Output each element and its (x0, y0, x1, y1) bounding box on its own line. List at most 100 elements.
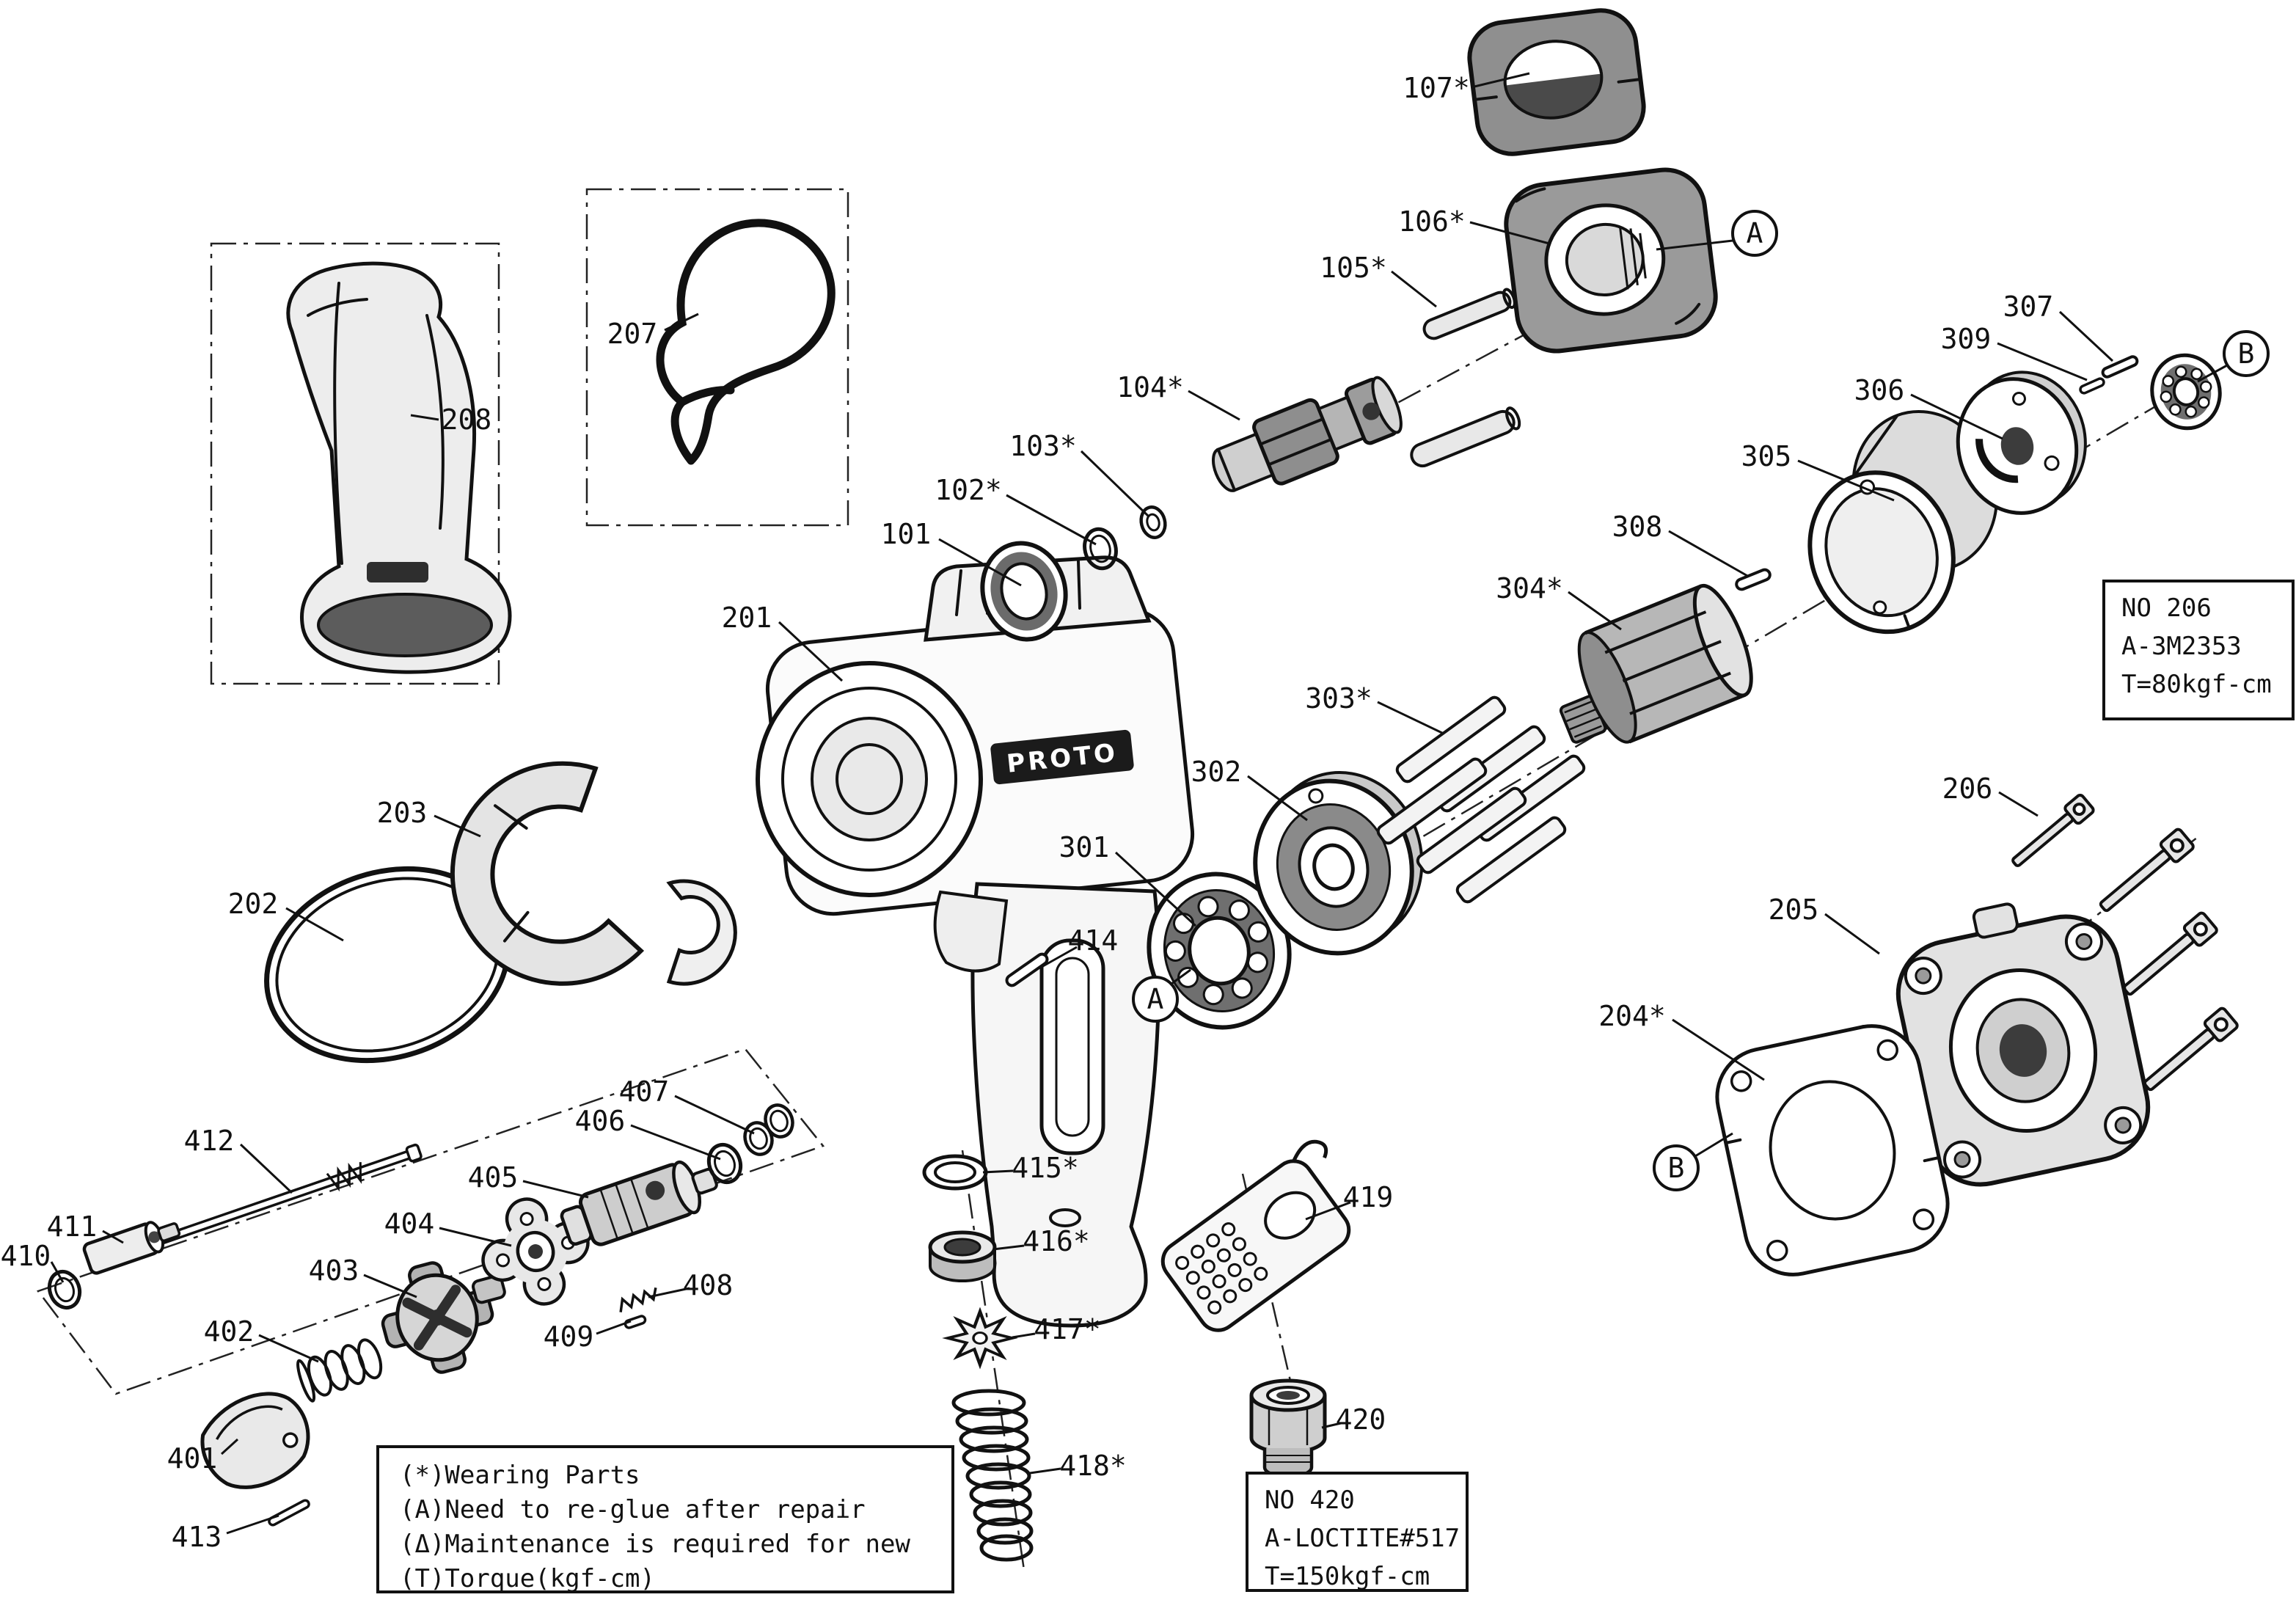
part-label-408: 408 (683, 1269, 734, 1301)
note-206-line-0: NO 206 (2121, 593, 2212, 623)
note-420-line-1: A-LOCTITE#517 (1265, 1524, 1460, 1553)
part-label-104: 104* (1116, 371, 1184, 403)
note-420-line-0: NO 420 (1265, 1486, 1355, 1515)
part-418-spring (951, 1389, 1034, 1562)
part-306-rear-plate (1956, 370, 2087, 515)
part-label-201: 201 (722, 602, 772, 634)
part-label-411: 411 (47, 1210, 98, 1243)
leader-414 (1041, 946, 1078, 968)
part-label-105: 105* (1320, 252, 1387, 284)
leader-415 (982, 1169, 1014, 1174)
leader-408 (648, 1287, 690, 1298)
leader-420 (1321, 1422, 1342, 1429)
leader-103 (1080, 450, 1150, 518)
leader-201 (778, 621, 844, 682)
part-label-203: 203 (377, 797, 428, 829)
leader-410 (50, 1261, 65, 1283)
part-label-308: 308 (1612, 511, 1663, 543)
lower-assembly-boundary (36, 1048, 825, 1395)
leader-303 (1377, 701, 1444, 735)
marker-circle-A (1132, 976, 1179, 1023)
part-302-end-plate (1253, 771, 1424, 956)
part-label-302: 302 (1191, 756, 1242, 788)
part-301-bearing (1147, 872, 1292, 1030)
marker-circle-B (1653, 1144, 1700, 1191)
part-106-hammer-case (1504, 167, 1718, 354)
marker-circle-A (1731, 210, 1778, 257)
part-label-418: 418* (1059, 1450, 1127, 1482)
legend-box (376, 1445, 954, 1593)
part-406-oring (706, 1142, 743, 1185)
legend-line-3: (T)Torque(kgf-cm) (400, 1564, 655, 1593)
note-206-line-2: T=80kgf-cm (2121, 670, 2272, 699)
leader-205 (1824, 913, 1880, 955)
leader-417 (1012, 1332, 1036, 1339)
leader-203 (434, 814, 481, 838)
leader-208 (410, 414, 439, 421)
part-label-206: 206 (1942, 772, 1993, 805)
part-label-405: 405 (468, 1161, 519, 1194)
part-label-207: 207 (607, 318, 658, 350)
leader-309 (1997, 342, 2088, 381)
part-label-303: 303* (1305, 682, 1372, 715)
marker-letter-B: B (1668, 1152, 1685, 1184)
leader-304 (1568, 591, 1622, 631)
part-label-401: 401 (167, 1442, 218, 1475)
leader-306 (1910, 393, 2003, 440)
part-419-diffuser (1160, 1139, 1351, 1332)
brand-badge (990, 729, 1134, 785)
part-label-403: 403 (309, 1254, 359, 1287)
part-401-throttle-lever (200, 1392, 310, 1489)
part-label-204: 204* (1598, 1000, 1666, 1032)
part-label-208: 208 (442, 403, 492, 436)
part-label-406: 406 (575, 1105, 626, 1137)
part-label-410: 410 (1, 1240, 51, 1272)
leader-301 (1114, 851, 1197, 927)
part-413-pin (268, 1499, 310, 1527)
leader-302 (1247, 775, 1308, 822)
part-label-417: 417* (1034, 1313, 1101, 1345)
part-420-inlet-bushing (1249, 1378, 1327, 1479)
leader-308 (1668, 530, 1750, 578)
part-408-spring (619, 1287, 657, 1312)
part-label-413: 413 (172, 1521, 222, 1553)
part-206-bolts (2011, 793, 2239, 1092)
leader-413 (226, 1514, 279, 1535)
leader-405 (522, 1180, 589, 1199)
note-420-line-2: T=150kgf-cm (1265, 1562, 1430, 1591)
part-label-101: 101 (881, 518, 932, 550)
part-label-103: 103* (1009, 430, 1077, 462)
part-label-414: 414 (1068, 924, 1119, 957)
part-416-seal-bushing (928, 1230, 997, 1282)
leader-419 (1305, 1201, 1351, 1221)
part-label-301: 301 (1059, 831, 1110, 863)
part-label-107: 107* (1403, 72, 1470, 104)
part-402-spring (296, 1338, 383, 1403)
legend-line-0: (*)Wearing Parts (400, 1461, 640, 1490)
leader-307 (2058, 310, 2114, 362)
part-label-402: 402 (204, 1315, 255, 1348)
part-label-407: 407 (619, 1075, 670, 1108)
part-203-retainer (450, 761, 737, 986)
part-label-416: 416* (1023, 1225, 1090, 1257)
leader-106 (1469, 221, 1550, 245)
part-label-304: 304* (1496, 572, 1563, 604)
marker-letter-A: A (1147, 983, 1164, 1015)
part-label-419: 419 (1343, 1181, 1394, 1213)
marker-leader-B (1694, 1132, 1733, 1158)
leader-207 (664, 313, 699, 332)
part-label-205: 205 (1769, 894, 1819, 926)
part-403-valve-knob (381, 1261, 506, 1374)
annotations-layer: 101102*103*104*105*106*107*201202203204*… (1, 72, 2295, 1593)
marker-letter-A: A (1747, 217, 1763, 249)
leader-412 (239, 1143, 293, 1194)
part-417-star-washer (942, 1307, 1018, 1370)
part-308-pin (1735, 568, 1772, 591)
part-label-202: 202 (228, 888, 279, 920)
leader-107 (1474, 72, 1530, 88)
part-304-rotor (1559, 583, 1753, 744)
part-101-seal (980, 541, 1068, 642)
leader-104 (1188, 390, 1240, 421)
